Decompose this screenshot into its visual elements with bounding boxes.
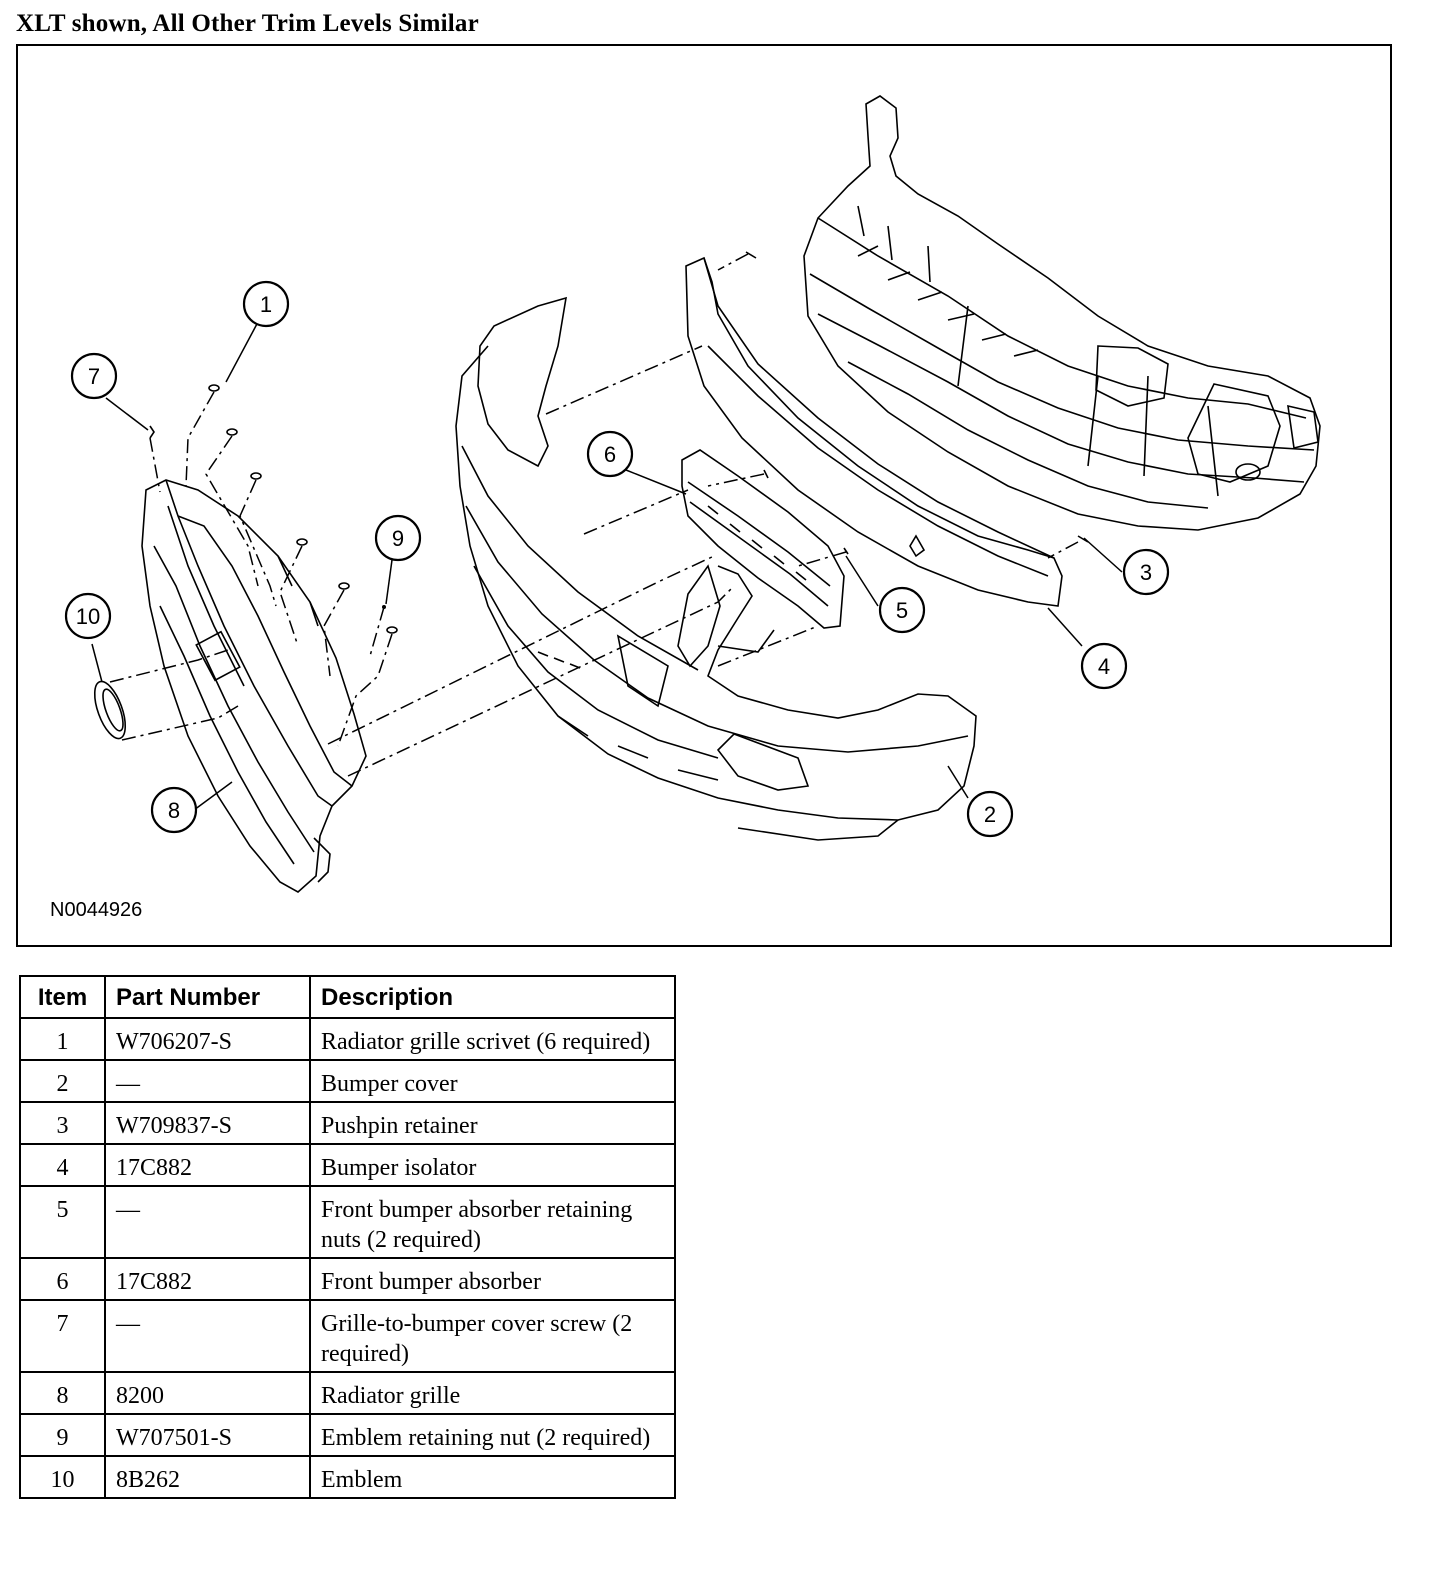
cell-description: Pushpin retainer (309, 1101, 676, 1145)
cell-description: Front bumper absorber retaining nuts (2 … (309, 1185, 676, 1259)
cell-description: Bumper cover (309, 1059, 676, 1103)
cell-part-number: 8200 (104, 1371, 311, 1415)
table-row: 9 W707501-S Emblem retaining nut (2 requ… (19, 1413, 676, 1457)
callout-2: 2 (966, 790, 1014, 838)
cell-part-number: W706207-S (104, 1017, 311, 1061)
header-item: Item (19, 975, 106, 1019)
exploded-view-figure: 1 2 3 4 5 6 7 8 9 10 N0044926 (16, 44, 1392, 947)
callout-7: 7 (70, 352, 118, 400)
cell-description: Grille-to-bumper cover screw (2 required… (309, 1299, 676, 1373)
cell-part-number: 17C882 (104, 1257, 311, 1301)
svg-text:9: 9 (392, 526, 404, 551)
cell-part-number: — (104, 1299, 311, 1373)
callout-5: 5 (878, 586, 926, 634)
cell-item: 4 (19, 1143, 106, 1187)
front-bumper-absorber-drawing (681, 449, 845, 629)
callout-10: 10 (64, 592, 112, 640)
svg-text:10: 10 (76, 604, 100, 629)
figure-heading: XLT shown, All Other Trim Levels Similar (16, 10, 479, 37)
cell-item: 3 (19, 1101, 106, 1145)
cell-part-number: — (104, 1185, 311, 1259)
cell-item: 8 (19, 1371, 106, 1415)
emblem-drawing (93, 680, 127, 740)
cell-item: 10 (19, 1455, 106, 1499)
table-row: 1 W706207-S Radiator grille scrivet (6 r… (19, 1017, 676, 1061)
cell-description: Front bumper absorber (309, 1257, 676, 1301)
fasteners-drawing (149, 251, 1089, 634)
table-row: 10 8B262 Emblem (19, 1455, 676, 1499)
callout-6: 6 (586, 430, 634, 478)
cell-description: Radiator grille scrivet (6 required) (309, 1017, 676, 1061)
svg-text:4: 4 (1098, 654, 1110, 679)
cell-item: 9 (19, 1413, 106, 1457)
cell-description: Bumper isolator (309, 1143, 676, 1187)
callout-4: 4 (1080, 642, 1128, 690)
table-row: 4 17C882 Bumper isolator (19, 1143, 676, 1187)
svg-text:5: 5 (896, 598, 908, 623)
radiator-grille-drawing (141, 479, 367, 893)
cell-item: 2 (19, 1059, 106, 1103)
callout-9: 9 (374, 514, 422, 562)
header-part-number: Part Number (104, 975, 311, 1019)
callout-1: 1 (242, 280, 290, 328)
cell-item: 1 (19, 1017, 106, 1061)
radiator-support-drawing (803, 95, 1321, 531)
table-row: 8 8200 Radiator grille (19, 1371, 676, 1415)
bumper-isolator-drawing (685, 256, 1063, 607)
callout-leaders (91, 321, 1123, 811)
svg-text:8: 8 (168, 798, 180, 823)
cell-part-number: 17C882 (104, 1143, 311, 1187)
assembly-lines (109, 253, 1079, 777)
parts-table-header: Item Part Number Description (19, 975, 676, 1019)
cell-description: Emblem retaining nut (2 required) (309, 1413, 676, 1457)
figure-id: N0044926 (50, 899, 143, 921)
bumper-cover-drawing (455, 296, 977, 841)
cell-part-number: W709837-S (104, 1101, 311, 1145)
header-description: Description (309, 975, 676, 1019)
svg-text:2: 2 (984, 802, 996, 827)
exploded-view-drawing: 1 2 3 4 5 6 7 8 9 10 (64, 95, 1321, 893)
table-row: 2 — Bumper cover (19, 1059, 676, 1103)
cell-description: Radiator grille (309, 1371, 676, 1415)
table-row: 7 — Grille-to-bumper cover screw (2 requ… (19, 1299, 676, 1373)
cell-item: 5 (19, 1185, 106, 1259)
svg-text:1: 1 (260, 292, 272, 317)
svg-text:6: 6 (604, 442, 616, 467)
cell-part-number: — (104, 1059, 311, 1103)
parts-table: Item Part Number Description 1 W706207-S… (19, 975, 676, 1499)
cell-item: 6 (19, 1257, 106, 1301)
svg-text:3: 3 (1140, 560, 1152, 585)
table-row: 5 — Front bumper absorber retaining nuts… (19, 1185, 676, 1259)
callout-3: 3 (1122, 548, 1170, 596)
cell-description: Emblem (309, 1455, 676, 1499)
cell-part-number: 8B262 (104, 1455, 311, 1499)
table-row: 3 W709837-S Pushpin retainer (19, 1101, 676, 1145)
callout-8: 8 (150, 786, 198, 834)
cell-part-number: W707501-S (104, 1413, 311, 1457)
cell-item: 7 (19, 1299, 106, 1373)
svg-text:7: 7 (88, 364, 100, 389)
table-row: 6 17C882 Front bumper absorber (19, 1257, 676, 1301)
